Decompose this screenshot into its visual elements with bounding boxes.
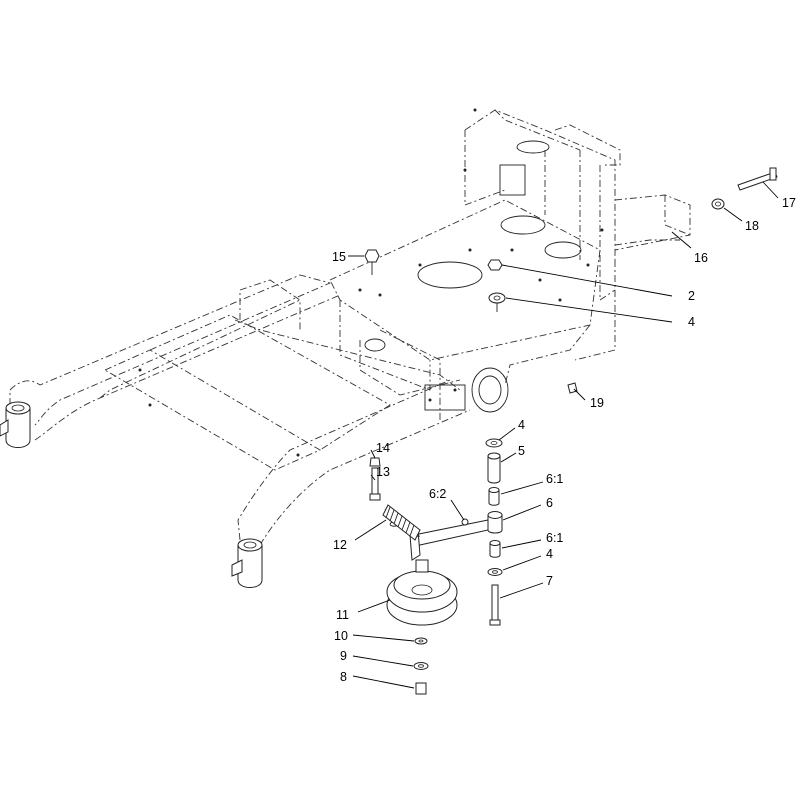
bushing-6-1-lower xyxy=(489,540,501,558)
callout-14: 14 xyxy=(376,441,390,455)
callout-17: 17 xyxy=(782,196,796,210)
callout-4-top: 4 xyxy=(688,315,695,329)
callout-16: 16 xyxy=(694,251,708,265)
callout-13: 13 xyxy=(376,465,390,479)
washer-9 xyxy=(413,662,429,670)
washer-4-top xyxy=(488,292,506,312)
bolt-7 xyxy=(489,584,501,626)
callout-10: 10 xyxy=(334,629,348,643)
callout-19: 19 xyxy=(590,396,604,410)
callout-12: 12 xyxy=(333,538,347,552)
callout-labels: 17 18 16 15 2 4 19 4 5 14 13 6:1 6:2 6 1… xyxy=(332,196,796,684)
callout-4-stack-lower: 4 xyxy=(546,547,553,561)
left-caster-tubes xyxy=(0,401,263,588)
bolt-13 xyxy=(369,467,381,501)
bolt-17 xyxy=(737,167,778,191)
callout-8: 8 xyxy=(340,670,347,684)
callout-18: 18 xyxy=(745,219,759,233)
washer-4-upper xyxy=(485,438,503,448)
callout-15: 15 xyxy=(332,250,346,264)
callout-2: 2 xyxy=(688,289,695,303)
bolt-19 xyxy=(567,382,578,394)
callout-6-1-lower: 6:1 xyxy=(546,531,563,545)
callout-4-stack-upper: 4 xyxy=(518,418,525,432)
leader-lines xyxy=(348,181,779,689)
callout-6-2: 6:2 xyxy=(429,487,446,501)
nut-2 xyxy=(487,259,503,271)
callout-6-1-upper: 6:1 xyxy=(546,472,563,486)
nut-15 xyxy=(364,249,380,275)
washer-4-lower xyxy=(487,568,503,576)
callout-6: 6 xyxy=(546,496,553,510)
frame-openings xyxy=(138,108,604,457)
nut-14 xyxy=(369,457,381,467)
bolt-8 xyxy=(415,682,427,695)
bushing-6-1-upper xyxy=(488,487,500,506)
callout-7: 7 xyxy=(546,574,553,588)
pulley-11 xyxy=(386,559,458,626)
grease-fitting-6-2 xyxy=(461,518,469,526)
spacer-5 xyxy=(487,452,501,484)
callout-9: 9 xyxy=(340,649,347,663)
callout-11: 11 xyxy=(336,608,349,622)
nut-18 xyxy=(711,198,725,210)
washer-10 xyxy=(414,637,428,645)
spring-12 xyxy=(382,504,421,541)
mower-frame xyxy=(9,109,691,546)
callout-5: 5 xyxy=(518,444,525,458)
idler-arm-6 xyxy=(409,511,503,561)
